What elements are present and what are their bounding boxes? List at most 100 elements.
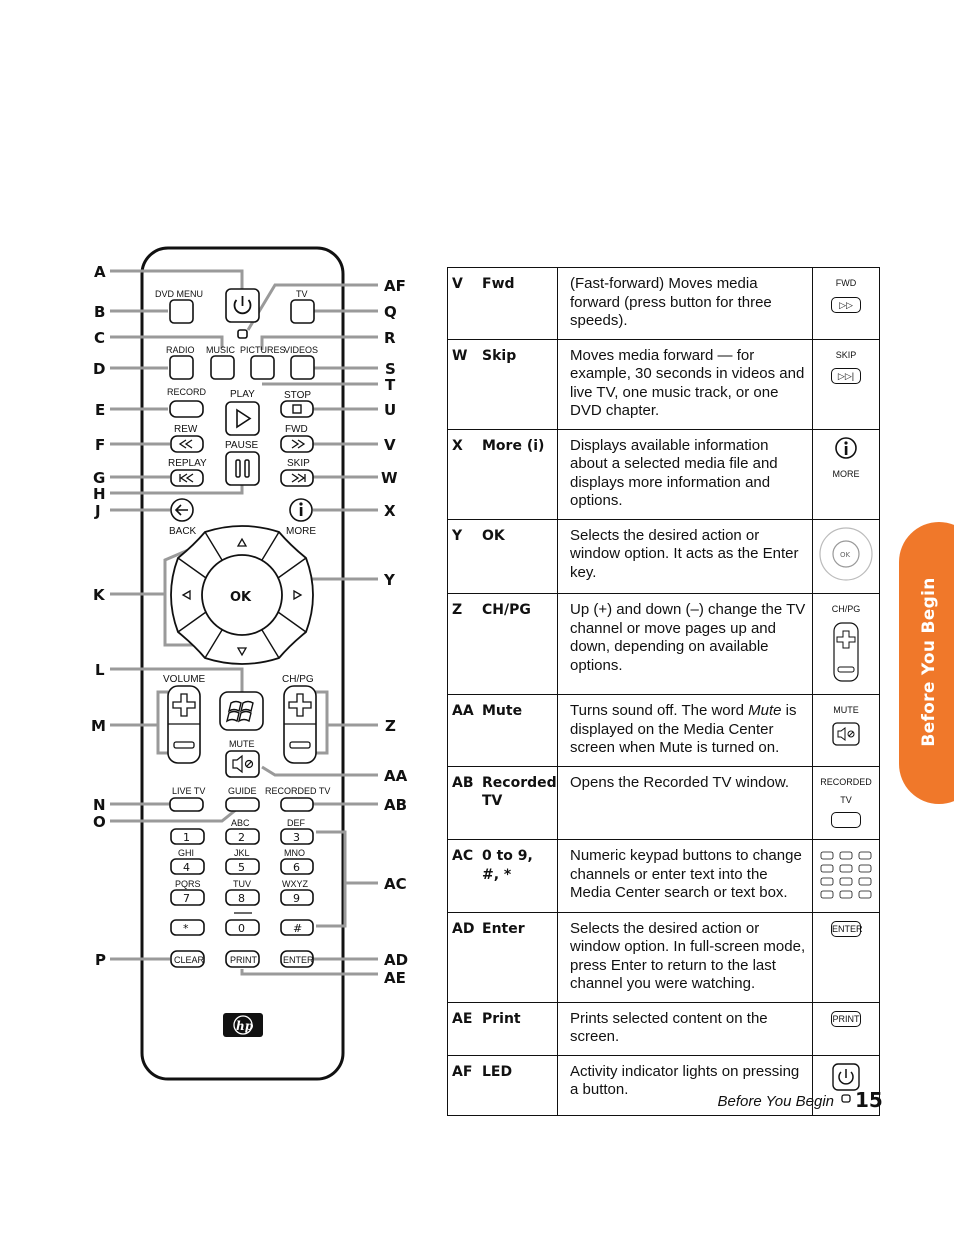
play-button[interactable] (225, 401, 260, 436)
callout-k: K (93, 586, 106, 604)
play-label: PLAY (230, 389, 255, 400)
power-icon (233, 296, 252, 315)
key-star[interactable] (170, 919, 205, 936)
power-led-icon (812, 1054, 880, 1116)
live-tv-label: LIVE TV (172, 786, 205, 796)
pause-button[interactable] (225, 451, 260, 486)
row-name: OK (482, 527, 505, 544)
row-name: More (i) (482, 437, 545, 454)
tv-button[interactable] (290, 299, 315, 324)
fwd-mini-button: ▷▷ (831, 296, 861, 313)
section-side-tab-text: Before You Begin (919, 577, 939, 747)
videos-label: VIDEOS (284, 345, 318, 355)
callout-ac: AC (384, 875, 407, 893)
mute-icon: MUTE (812, 694, 880, 767)
print-button[interactable] (225, 950, 260, 968)
recorded-tv-mini-button (831, 811, 861, 828)
callout-z: Z (385, 717, 396, 735)
dvd-menu-label: DVD MENU (155, 289, 203, 299)
hp-logo-ring (233, 1015, 253, 1035)
callout-g: G (93, 469, 105, 487)
row-name: Print (482, 1010, 521, 1027)
key-4[interactable] (170, 858, 205, 875)
row-code: V (452, 276, 463, 292)
dvd-menu-button[interactable] (169, 299, 194, 324)
callout-p: P (95, 951, 106, 969)
callout-ab: AB (384, 796, 407, 814)
row-description: Opens the Recorded TV window. (557, 765, 813, 840)
skip-icon: SKIP ▷▷| (812, 338, 880, 430)
callout-u: U (384, 401, 396, 419)
key-letters-mno: MNO (284, 848, 305, 858)
recorded-tv-button[interactable] (280, 797, 314, 812)
callout-h: H (93, 485, 106, 503)
hp-logo-text: hp (236, 1019, 254, 1033)
row-description: Selects the desired action or window opt… (557, 518, 813, 594)
callout-s: S (385, 360, 396, 378)
callout-d: D (93, 360, 105, 378)
key-3[interactable] (280, 828, 314, 845)
volume-label: VOLUME (163, 674, 206, 685)
row-description: Numeric keypad buttons to change channel… (557, 839, 813, 913)
callout-aa: AA (384, 767, 408, 785)
key-2[interactable] (225, 828, 260, 845)
key-hash-glyph: # (293, 922, 302, 935)
row-code: AA (452, 703, 474, 719)
ok-label: OK (230, 590, 252, 605)
key-7-digit: 7 (183, 892, 190, 905)
recorded-tv-icon: RECORDED TV (812, 765, 880, 840)
ok-button[interactable] (201, 554, 283, 636)
rewind-icon (178, 439, 193, 449)
key-7[interactable] (170, 889, 205, 906)
record-button[interactable] (169, 400, 204, 418)
key-5[interactable] (225, 858, 260, 875)
key-0[interactable] (225, 919, 260, 936)
windows-logo-icon (225, 700, 254, 723)
radio-label: RADIO (166, 345, 195, 355)
row-code: Z (452, 602, 463, 618)
callout-o: O (93, 813, 106, 831)
music-button[interactable] (210, 355, 235, 380)
key-6[interactable] (280, 858, 314, 875)
guide-button[interactable] (225, 797, 260, 812)
key-hash[interactable] (280, 919, 314, 936)
row-description: Displays available information about a s… (557, 428, 813, 520)
callout-l: L (95, 661, 105, 679)
record-label: RECORD (167, 387, 207, 397)
callout-n: N (93, 796, 106, 814)
key-9[interactable] (280, 889, 314, 906)
enter-button[interactable] (280, 950, 314, 968)
key-5-digit: 5 (238, 861, 245, 874)
clear-button[interactable] (170, 950, 205, 968)
key-1[interactable] (170, 828, 205, 845)
key-8[interactable] (225, 889, 260, 906)
live-tv-button[interactable] (169, 797, 204, 812)
row-name: Mute (482, 703, 523, 719)
key-star-glyph: * (183, 922, 189, 935)
down-arrow-icon (236, 647, 248, 657)
key-8-digit: 8 (238, 892, 245, 905)
pictures-button[interactable] (250, 355, 275, 380)
key-2-digit: 2 (238, 831, 245, 844)
callout-r: R (384, 329, 396, 347)
callout-t: T (385, 376, 396, 394)
remote-control-diagram: A B C D E F G H J K L M N O P AF Q R S T… (91, 246, 408, 1081)
videos-button[interactable] (290, 355, 315, 380)
back-arrow-icon (174, 504, 188, 516)
callout-af: AF (384, 277, 406, 295)
print-label: PRINT (230, 955, 258, 965)
key-0-digit: 0 (238, 922, 245, 935)
row-name: CH/PG (482, 602, 531, 618)
callout-j: J (94, 502, 101, 520)
callout-x: X (384, 502, 396, 520)
radio-button[interactable] (169, 355, 194, 380)
key-letters-pqrs: PQRS (175, 879, 201, 889)
stop-button[interactable] (280, 400, 314, 418)
page-number: 15 (855, 1088, 883, 1112)
